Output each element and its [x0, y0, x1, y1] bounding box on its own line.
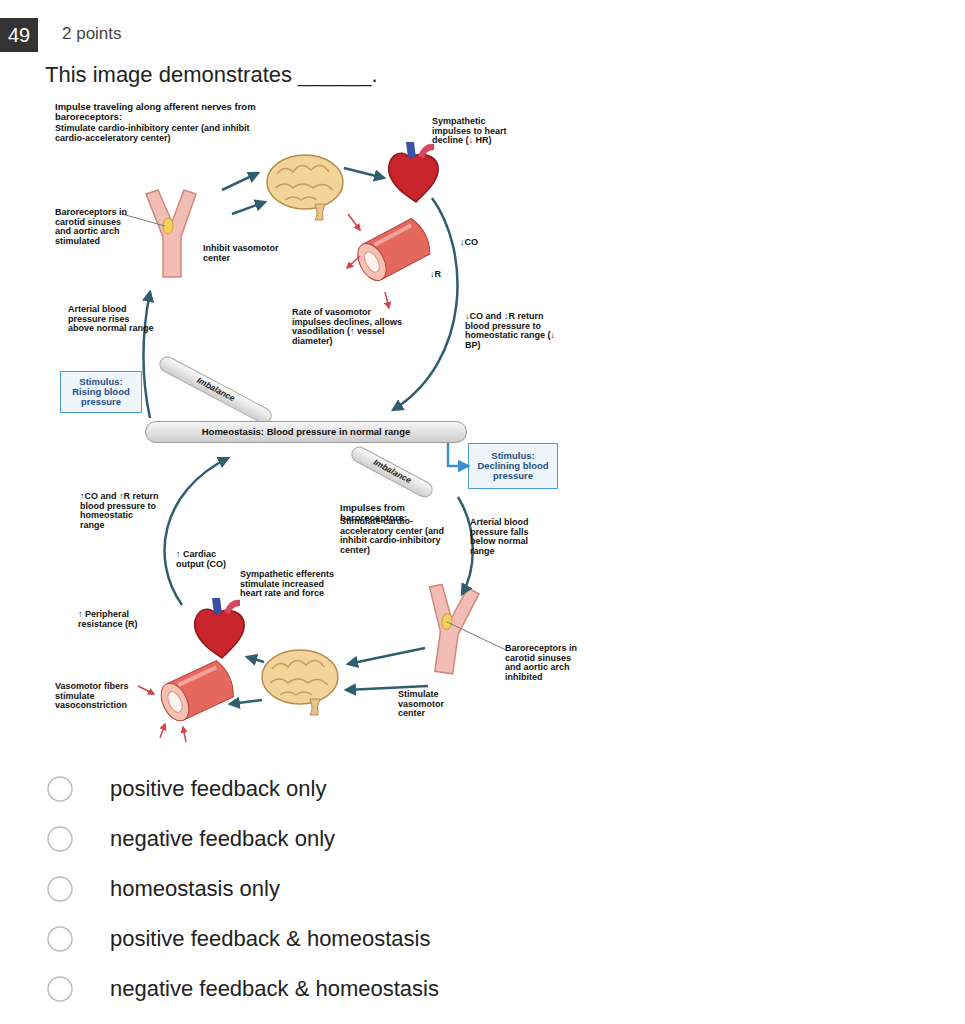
response-note: Arterial blood pressure falls below norm…	[470, 518, 552, 557]
pathway-arrows	[143, 168, 473, 704]
answer-option: negative feedback & homeostasis	[110, 977, 710, 1001]
stimulus-box: Stimulus: Rising blood pressure	[60, 371, 142, 413]
receptor-label: Baroreceptors in carotid sinuses and aor…	[505, 644, 583, 683]
receptor-label: Baroreceptors in carotid sinuses and aor…	[55, 208, 137, 247]
vasomotor-arrow	[138, 686, 154, 694]
effector-note: Sympathetic efferents stimulate increase…	[240, 570, 335, 599]
vessel-illustration	[156, 659, 238, 726]
center-label: Inhibit vasomotor center	[203, 244, 293, 263]
imbalance-band: Imbalance	[157, 354, 275, 427]
vasomotor-arrow	[348, 214, 360, 230]
node-text: Imbalance	[369, 457, 415, 487]
leader-line	[447, 622, 506, 650]
variable-label: ↓R	[430, 270, 460, 280]
pathway-note: Stimulate cardio-inhibitory center (and …	[55, 124, 265, 143]
effector-note: Sympathetic impulses to heart decline (↓…	[432, 117, 517, 146]
flow-arrow	[232, 202, 265, 214]
artery-illustration	[418, 583, 480, 676]
flow-arrow	[222, 173, 258, 190]
flow-arrow	[344, 168, 384, 178]
flow-arrow	[348, 648, 425, 664]
heart-illustration	[195, 598, 244, 658]
brain-illustration	[267, 155, 343, 220]
vessel-note: Rate of vasomotor impulses declines, all…	[292, 308, 404, 347]
node-text: Homeostasis: Blood pressure in normal ra…	[199, 427, 414, 437]
answer-option: negative feedback only	[110, 827, 710, 851]
loop-arrow	[393, 198, 457, 410]
number-badge	[0, 18, 38, 52]
answer-option: positive feedback & homeostasis	[110, 927, 710, 951]
radio-button	[48, 777, 72, 801]
imbalance-band: Imbalance	[349, 444, 436, 500]
stimulus-box: Stimulus: Declining blood pressure	[468, 443, 558, 489]
effector-note: Vasomotor fibers stimulate vasoconstrict…	[55, 682, 143, 711]
vasomotor-arrows	[138, 214, 389, 742]
question-text: This image demonstrates ______.	[45, 62, 378, 88]
heart-illustration	[389, 142, 438, 202]
vasomotor-arrow	[160, 724, 165, 738]
pathway-heading: Impulse traveling along afferent nerves …	[55, 102, 270, 123]
brain-illustration	[262, 650, 338, 715]
vessel-illustration	[352, 216, 434, 285]
response-note: ↓CO and ↓R return blood pressure to home…	[465, 312, 557, 351]
question-number: 49	[0, 18, 38, 52]
node-text: Imbalance	[192, 375, 238, 405]
variable-label: ↓CO	[460, 238, 500, 248]
homeostasis-band: Homeostasis: Blood pressure in normal ra…	[145, 421, 467, 443]
radio-button	[48, 977, 72, 1001]
radio-button	[48, 827, 72, 851]
loop-arrow	[165, 458, 228, 605]
loop-arrow	[143, 292, 150, 418]
response-note: Arterial blood pressure rises above norm…	[68, 305, 156, 334]
node-text: Stimulus: Declining blood pressure	[469, 451, 557, 482]
leader-line	[122, 214, 165, 226]
center-label: Stimulate vasomotor center	[398, 690, 466, 719]
answer-option: positive feedback only	[110, 777, 710, 801]
vasomotor-arrow	[347, 256, 360, 268]
response-note: ↑CO and ↑R return blood pressure to home…	[80, 492, 160, 531]
radio-buttons	[48, 777, 72, 1001]
flow-arrow	[230, 700, 262, 704]
radio-button	[48, 877, 72, 901]
answer-option: homeostasis only	[110, 877, 710, 901]
radio-button	[48, 927, 72, 951]
pathway-note: Stimulate cardio-acceleratory center (an…	[340, 517, 445, 556]
vasomotor-arrow	[385, 292, 389, 308]
variable-label: ↑ Cardiac output (CO)	[176, 550, 231, 569]
points-value: 2 points	[62, 25, 182, 43]
node-text: Stimulus: Rising blood pressure	[61, 377, 141, 408]
variable-label: ↑ Peripheral resistance (R)	[78, 610, 170, 629]
vasomotor-arrow	[183, 727, 186, 742]
artery-illustration	[146, 190, 196, 277]
flow-arrow	[247, 657, 264, 662]
connector-arrow	[448, 443, 468, 466]
